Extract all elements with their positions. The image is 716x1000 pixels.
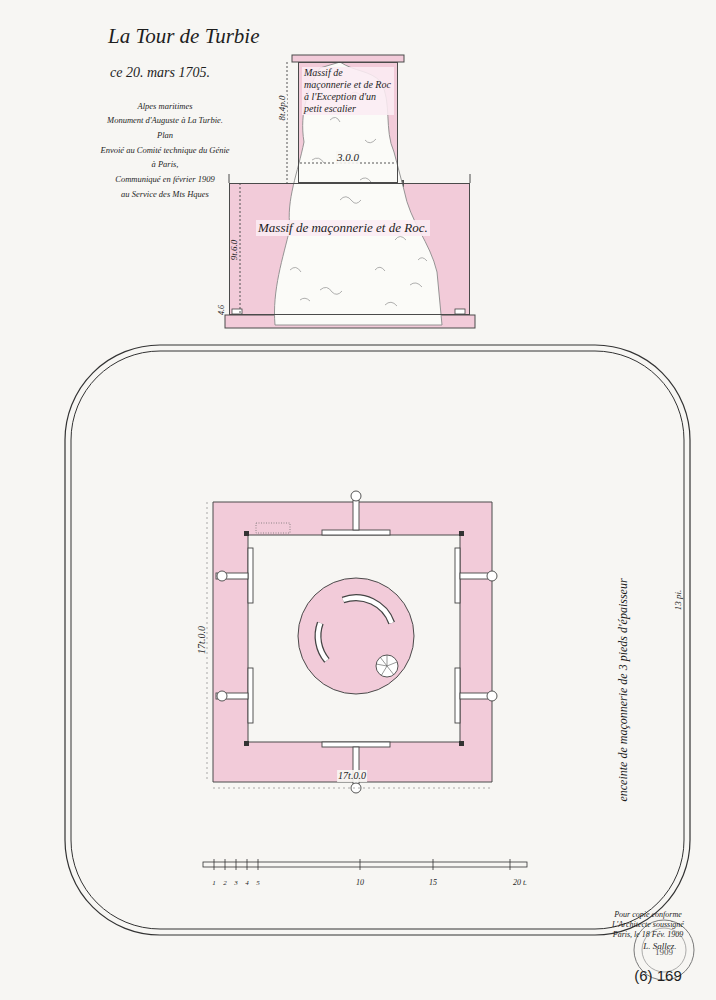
dimension-wrap: 9t.6.0 [223,240,241,261]
enclosure-note-wrap: enceinte de maçonnerie de 3 pieds d'épai… [613,578,631,801]
scale-number: 15 [429,878,437,887]
dimension-wrap: 4.6 [210,305,228,315]
certification-note-wrap: L'Architecte soussigné [612,913,684,931]
dimension-wrap: 17t.0.0 [191,626,209,654]
scale-number-wrap: 20 t. [513,871,527,889]
date-note-wrap: ce 20. mars 1705. [110,63,210,81]
archive-number-wrap: (6) 169 [634,967,682,985]
sheet-note: Communiqué en février 1909 [115,175,214,185]
dimension-wrap: 3.0.0 [336,147,360,165]
scale-number-wrap: 15 [429,871,437,889]
base-block: Massif de maçonnerie et de Roc. [229,183,470,315]
scale-number: 4 [245,879,249,887]
sheet-note-wrap: Monument d'Auguste à La Turbie. [107,109,223,127]
sheet-note: Monument d'Auguste à La Turbie. [107,116,223,126]
scale-number: 2 [223,879,227,887]
sheet-title: La Tour de Turbie [108,24,260,48]
scale-number: 5 [256,879,260,887]
scale-number: 20 t. [513,878,527,887]
title-wrap: La Tour de Turbie [108,24,260,48]
sheet-note: Envoié au Comité technique du Génie [100,146,229,156]
scale-number-wrap: 10 [356,871,364,889]
certification-note-wrap: Paris, le 18 Fév. 1909 [613,923,684,941]
date-note: ce 20. mars 1705. [110,65,210,81]
scale-number-wrap: 5 [256,871,260,889]
sheet-note-wrap: Communiqué en février 1909 [115,168,214,186]
scale-number: 1 [212,879,216,887]
sheet-note-wrap: au Service des Mts Hques [121,183,209,201]
dimension: 4.6 [217,305,226,315]
enclosure-note: enceinte de maçonnerie de 3 pieds d'épai… [617,578,631,801]
dimension: 9t.6.0 [229,240,239,261]
scale-number-wrap: 1 [212,871,216,889]
sheet-note: au Service des Mts Hques [121,190,209,200]
block-label: Massif de maçonnerie et de Roc. [256,220,430,236]
stamp-date-wrap: 1909 [655,941,673,959]
sheet-note-wrap: à Paris, [152,153,179,171]
sheet-note-wrap: Alpes maritimes [137,95,192,113]
certification-note: Paris, le 18 Fév. 1909 [613,930,684,939]
scale-number-wrap: 3 [234,871,238,889]
sheet-note-wrap: Plan [157,124,173,142]
dimension: 17t.0.0 [337,770,367,782]
scale-number: 3 [234,879,238,887]
dimension: 17t.0.0 [196,626,208,654]
dimension: 8t.4p.0 [277,94,287,121]
dimension: 3.0.0 [336,151,360,164]
scale-number-wrap: 4 [245,871,249,889]
dimension-wrap: 13 pi. [667,590,685,611]
tower-block: Massif de maçonnerie et de Roc à l'Excep… [298,62,398,183]
certification-note: Pour copie conforme [614,910,682,919]
sheet-note: Alpes maritimes [137,102,192,112]
scale-number-wrap: 2 [223,871,227,889]
block-label: Massif de maçonnerie et de Roc à l'Excep… [302,67,394,115]
dimension-wrap: 8t.4p.0 [271,94,289,121]
archive-number: (6) 169 [634,967,682,984]
scale-number: 10 [356,878,364,887]
sheet-note-wrap: Envoié au Comité technique du Génie [100,139,229,157]
certification-note: L'Architecte soussigné [612,920,684,929]
stamp-date: 1909 [655,947,673,957]
sheet-note: Plan [157,131,173,141]
sheet-note: à Paris, [152,160,179,170]
certification-note-wrap: Pour copie conforme [614,903,682,921]
dimension: 13 pi. [673,590,683,611]
dimension-wrap: 17t.0.0 [337,765,367,783]
